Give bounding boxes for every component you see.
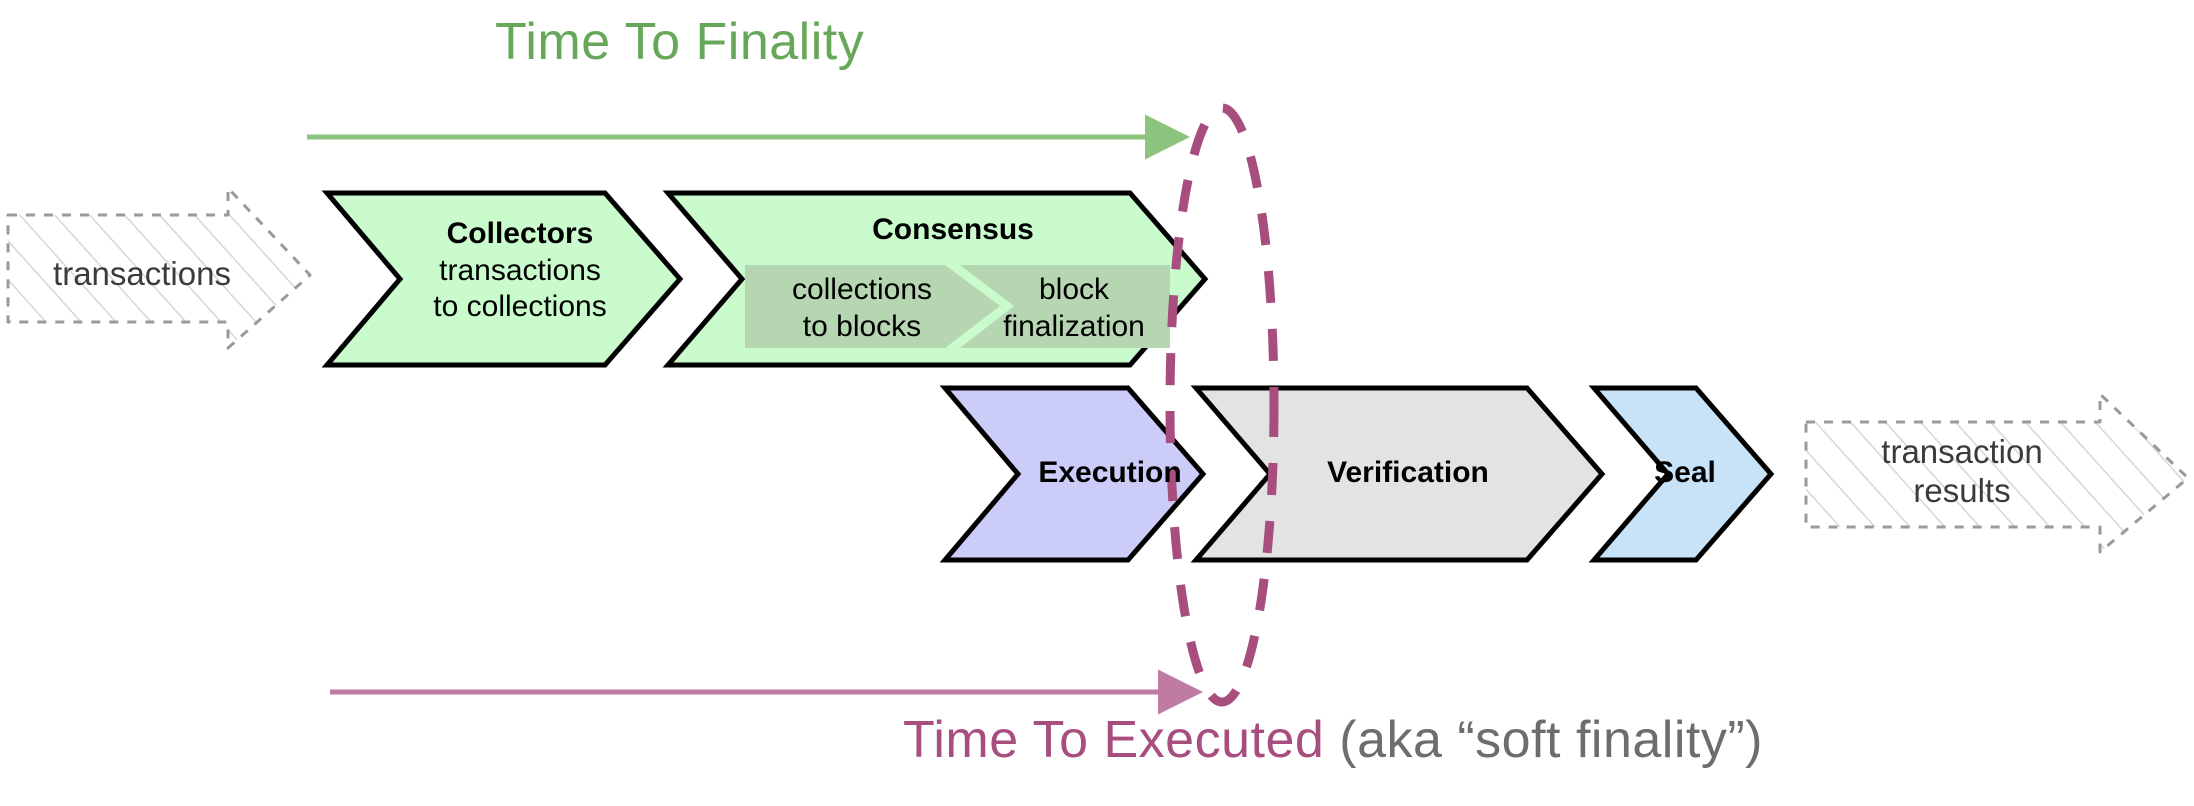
time-to-executed-title-sub: (aka “soft finality”) [1324, 711, 1763, 769]
time-to-executed-title: Time To Executed (aka “soft finality”) [903, 710, 1763, 770]
stage-verification-shape[interactable] [1190, 385, 1606, 563]
stage-execution-shape[interactable] [939, 385, 1207, 563]
transaction-results-output-arrow [1804, 392, 2190, 554]
stage-seal-shape[interactable] [1588, 385, 1775, 563]
substage-collections-to-blocks-shape[interactable] [745, 265, 1000, 348]
time-to-executed-title-main: Time To Executed [903, 711, 1325, 769]
substage-block-finalization-shape[interactable] [960, 265, 1170, 348]
finality-marker-ellipse [1165, 103, 1279, 707]
transactions-input-arrow [6, 186, 312, 350]
time-to-finality-title: Time To Finality [495, 13, 865, 71]
stage-collectors-shape[interactable] [321, 190, 684, 368]
